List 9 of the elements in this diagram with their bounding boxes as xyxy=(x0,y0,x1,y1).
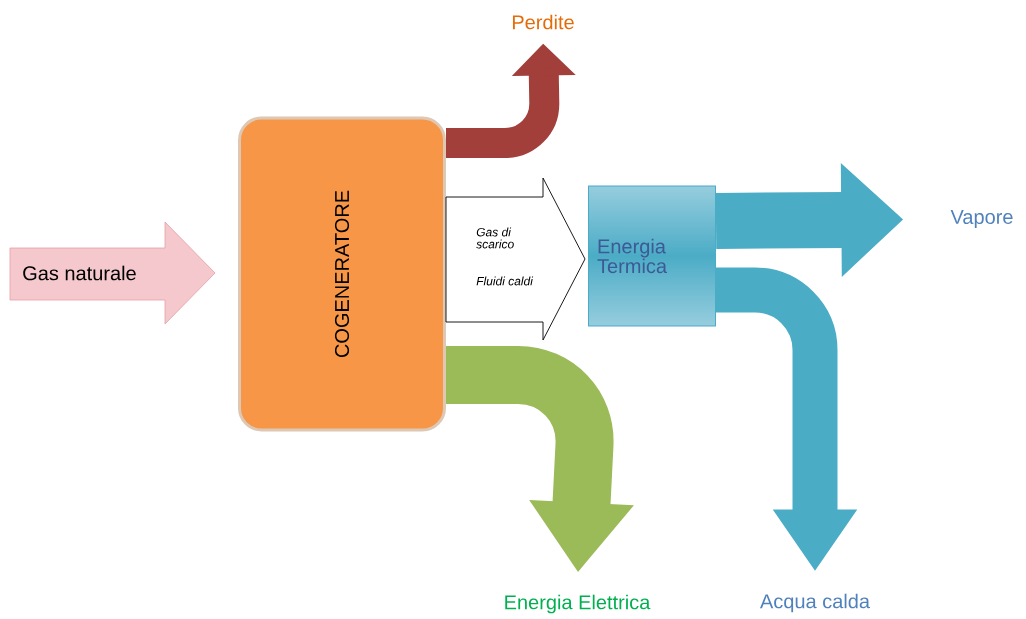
energy-box: Energia Termica xyxy=(588,185,716,327)
flow-arrow xyxy=(445,177,586,341)
output-label: Perdite xyxy=(512,14,574,30)
edge-label: Gas di scarico xyxy=(476,227,514,249)
generator-box: COGENERATORE xyxy=(238,116,446,432)
arrow-text: Fluidi caldi xyxy=(476,276,534,286)
output-label: Energia Elettrica xyxy=(505,594,651,614)
output-label: Acqua calda xyxy=(760,593,870,613)
output-label: Vapore xyxy=(950,210,1013,228)
